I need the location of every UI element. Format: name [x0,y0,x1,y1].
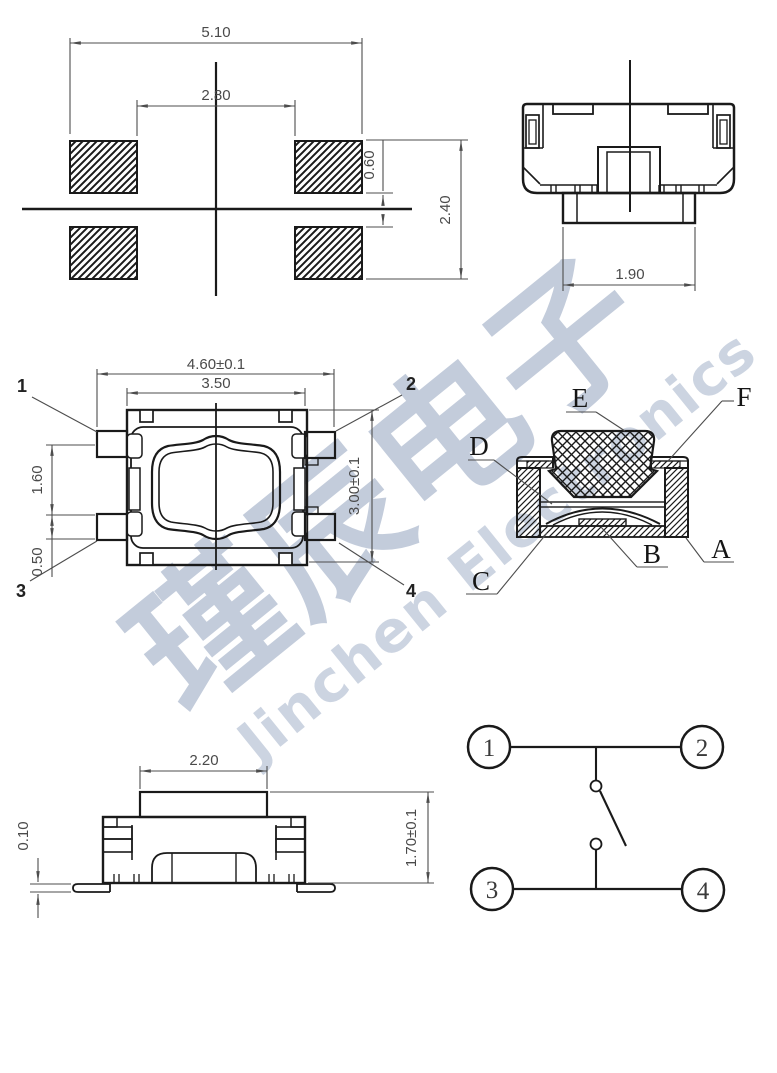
dim-standoff-label: 0.10 [15,821,32,850]
pin-3-label: 3 [16,581,26,601]
terminal-3 [469,866,515,912]
dim-button-width: 2.20 [139,752,268,789]
top-actuator-outline [150,434,282,541]
terminal-1 [466,724,512,770]
terminal-4 [680,867,726,913]
front-view: 2.20 0.10 1.70±0.1 [15,752,434,918]
section-view: E F D A B C [466,382,752,596]
pin-2 [303,430,337,460]
switch-contact-lower [589,837,603,851]
dim-inner-width: 2.80 [136,87,296,136]
dim-top-body-width: 3.50 [126,375,306,406]
side-stem [561,191,697,225]
section-center-contact [578,518,627,527]
top-view: 1 2 3 4 4.60±0.1 3.50 3.00±0 [16,356,416,601]
land-pattern-view: 5.10 2.80 0.60 2.40 [22,24,468,296]
terminal-2 [679,724,725,770]
terminal-4-label: 4 [697,878,710,905]
dim-pin-width-label: 0.50 [29,547,46,576]
front-body [101,815,307,885]
pin-1 [95,429,129,459]
top-inner-outline [130,426,304,549]
dim-button-width-label: 2.20 [189,752,218,769]
dim-overall-width-label: 5.10 [201,24,230,41]
section-base [539,525,666,538]
pin-4-label: 4 [406,581,416,601]
part-label-d: D [469,431,489,461]
terminal-1-label: 1 [483,735,496,762]
section-leaders [466,400,734,595]
top-actuator-inner [158,443,274,532]
dim-pad-gap-label: 0.60 [361,150,378,179]
section-actuator [546,429,660,499]
pin-1-label: 1 [17,376,27,396]
section-metal-dome-inner [552,511,653,526]
dim-height: 1.70±0.1 [270,791,434,884]
part-label-a: A [711,534,731,564]
pad-top-right [294,140,363,194]
front-bottom-ticks [113,874,295,883]
dim-top-body-height-label: 3.00±0.1 [346,457,363,515]
dim-overall-height-label: 2.40 [437,195,454,224]
front-button [138,790,269,819]
section-metal-dome [545,507,661,525]
front-bottom-insulator [151,852,257,883]
part-label-f: F [736,382,751,412]
pad-bottom-right [294,226,363,280]
section-membrane [539,501,666,508]
top-pin-pockets [126,433,308,537]
part-label-c: C [472,566,490,596]
switch-contact-upper [589,779,603,793]
side-view: 1.90 [521,60,736,291]
top-body-outline [125,408,309,567]
dim-top-body-height: 3.00±0.1 [309,409,379,563]
front-lead-left [72,883,111,893]
switch-blade [599,790,627,847]
front-side-clips [102,825,306,860]
pin-4 [303,512,337,542]
dim-pin-pitch: 1.60 [29,444,95,540]
section-cover-rim-right [650,460,681,469]
terminal-2-label: 2 [696,735,709,762]
part-label-e: E [572,383,589,413]
pin-callouts: 1 2 3 4 [16,374,416,601]
pin-3 [95,512,129,542]
dim-top-body-width-label: 3.50 [201,375,230,392]
dim-top-overall-width: 4.60±0.1 [96,356,335,427]
section-wall-right [664,467,689,538]
dim-height-label: 1.70±0.1 [403,809,420,867]
pad-top-left [69,140,138,194]
pin-2-label: 2 [406,374,416,394]
side-body-outline [521,102,736,195]
dim-pad-gap: 0.60 [361,139,393,228]
dim-overall-width: 5.10 [69,24,363,134]
front-lead-right [296,883,336,893]
dim-pin-pitch-label: 1.60 [29,465,46,494]
schematic-view: 1 2 3 4 [466,724,726,913]
dim-standoff: 0.10 [15,821,71,918]
part-label-b: B [643,539,661,569]
pad-bottom-left [69,226,138,280]
section-cover-rim-left [526,460,554,469]
terminal-3-label: 3 [486,877,499,904]
dim-overall-height: 2.40 [366,139,468,280]
dim-inner-width-label: 2.80 [201,87,230,104]
dim-top-overall-width-label: 4.60±0.1 [187,356,245,373]
top-corner-notches [139,409,293,566]
dim-base-width-label: 1.90 [615,266,644,283]
section-wall-left [516,467,541,538]
dim-pin-width: 0.50 [29,515,54,577]
dim-base-width: 1.90 [562,227,696,291]
